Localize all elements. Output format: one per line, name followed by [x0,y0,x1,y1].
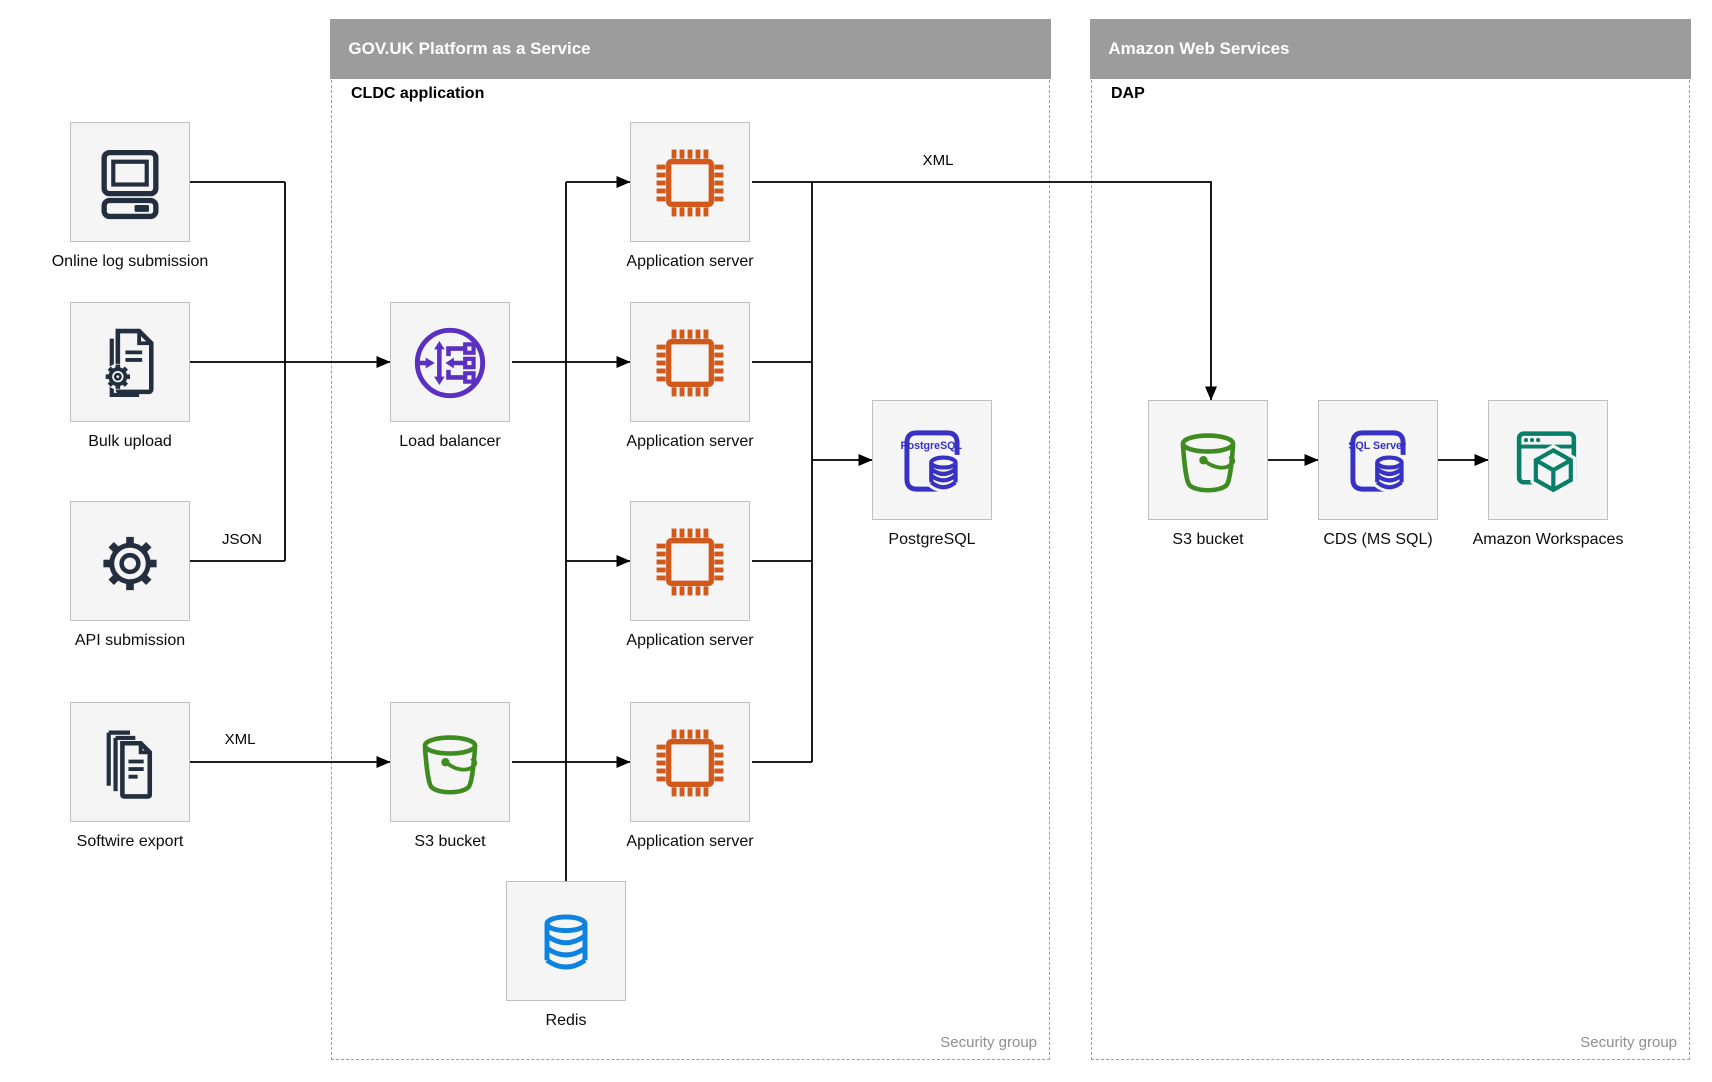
db-icon-text: SQL Server [1348,440,1406,452]
node-bulk-upload [70,302,190,422]
node-postgresql: PostgreSQL [872,400,992,520]
chip-icon [656,329,724,397]
doc-gear-icon [104,328,154,398]
node-online-log-submission [70,122,190,242]
node-api-submission [70,501,190,621]
container-header-govuk-paas: GOV.UK Platform as a Service [330,19,1051,80]
node-label-online-log-submission: Online log submission [51,253,209,270]
bucket-icon [422,735,478,795]
chip-icon [656,528,724,596]
node-label-application-server-4: Application server [626,833,754,850]
node-redis [506,881,626,1001]
node-label-api-submission: API submission [74,632,186,649]
node-amazon-workspaces [1488,400,1608,520]
container-sublabel-govuk-paas: CLDC application [351,85,485,102]
node-label-s3-bucket-aws: S3 bucket [1172,531,1244,548]
node-label-application-server-1: Application server [626,253,754,270]
edge-application-server-1-to-s3-bucket-aws [752,181,1217,401]
node-label-amazon-workspaces: Amazon Workspaces [1472,531,1624,548]
db-icon-text: PostgreSQL [901,440,963,452]
gear-icon [103,536,157,591]
chip-icon [656,729,724,797]
node-s3-bucket-aws [1148,400,1268,520]
computer-icon [101,149,159,220]
json-label: JSON [221,531,262,548]
node-s3-bucket-govuk [390,702,510,822]
loadbalancer-icon [414,327,486,399]
xml-softwire-label: XML [224,731,256,748]
container-sublabel-aws: DAP [1111,85,1145,102]
workspaces-icon [1516,431,1577,496]
bucket-icon [1180,433,1236,493]
container-header-aws: Amazon Web Services [1090,19,1691,80]
node-softwire-export [70,702,190,822]
node-application-server-4 [630,702,750,822]
node-cds-ms-sql: SQL Server [1318,400,1438,520]
chip-icon [656,149,724,217]
dbsquare-icon: SQL Server [1348,430,1407,493]
node-label-load-balancer: Load balancer [399,433,501,450]
node-application-server-1 [630,122,750,242]
docs-icon [106,730,153,799]
redis-icon [544,914,588,970]
node-label-application-server-2: Application server [626,433,754,450]
node-label-s3-bucket-govuk: S3 bucket [414,833,486,850]
node-label-softwire-export: Softwire export [76,833,184,850]
xml-app-label: XML [922,152,954,169]
dbsquare-icon: PostgreSQL [901,430,963,493]
node-load-balancer [390,302,510,422]
node-label-cds-ms-sql: CDS (MS SQL) [1323,531,1433,548]
node-application-server-3 [630,501,750,621]
node-label-redis: Redis [545,1012,587,1029]
security-group-label: Security group [940,1034,1037,1051]
security-group-label: Security group [1580,1034,1677,1051]
node-label-application-server-3: Application server [626,632,754,649]
node-label-postgresql: PostgreSQL [888,531,976,548]
node-application-server-2 [630,302,750,422]
node-label-bulk-upload: Bulk upload [88,433,172,450]
